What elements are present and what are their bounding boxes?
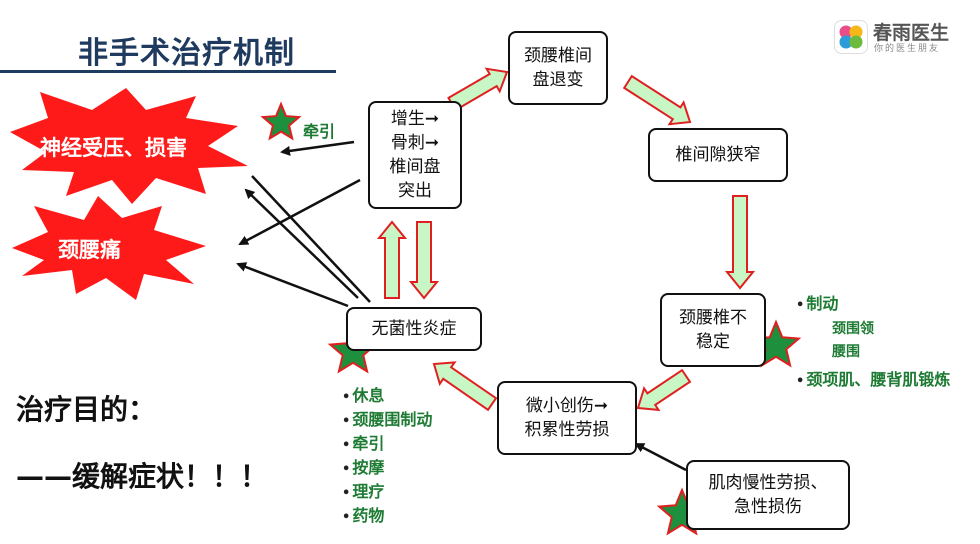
box-narrowing: 椎间隙狭窄 xyxy=(648,128,788,182)
cycle-arrow-narrowing-to-instability xyxy=(724,195,756,290)
box-degeneration: 颈腰椎间 盘退变 xyxy=(508,31,608,105)
burst-neck-pain-label: 颈腰痛 xyxy=(58,238,121,262)
burst-nerve-label: 神经受压、损害 xyxy=(40,136,187,160)
line-nerve-to-inflammation xyxy=(251,175,371,303)
instability-exercise-label: 颈项肌、腰背肌锻炼 xyxy=(796,366,950,390)
goal-heading: 治疗目的： xyxy=(16,393,157,426)
arrow-strain-to-micro xyxy=(634,442,687,472)
burst-nerve-shape xyxy=(10,88,248,204)
goal-text: ——缓解症状！！！ xyxy=(16,460,269,493)
treatment-item: 颈腰围制动 xyxy=(342,408,432,432)
arrow-hyperplasia-to-nerve xyxy=(280,140,355,156)
box-instability: 颈腰椎不 稳定 xyxy=(660,293,766,367)
page-title: 非手术治疗机制 xyxy=(78,36,295,71)
treatment-item: 牵引 xyxy=(342,432,432,456)
arrow-inflammation-to-pain xyxy=(236,262,349,308)
treatment-list: 休息 颈腰围制动 牵引 按摩 理疗 药物 xyxy=(342,384,432,528)
cycle-arrow-inflammation-to-hyperplasia xyxy=(376,220,408,299)
cycle-arrow-instability-to-micro xyxy=(636,368,692,412)
cycle-arrow-degeneration-to-narrowing xyxy=(622,74,692,126)
logo-name: 春雨医生 xyxy=(873,22,950,44)
logo-subtitle: 你的医生朋友 xyxy=(874,44,941,54)
instability-collar-label: 颈围领 xyxy=(832,321,874,337)
treatment-item: 药物 xyxy=(342,504,432,528)
star-icon-traction xyxy=(260,101,302,141)
treatment-item: 理疗 xyxy=(342,480,432,504)
cycle-arrow-hyperplasia-to-degeneration xyxy=(447,67,509,112)
cycle-arrow-micro-to-inflammation xyxy=(432,361,498,412)
instability-belt-label: 腰围 xyxy=(832,344,860,360)
cycle-arrows xyxy=(376,67,756,412)
logo-icon xyxy=(834,20,868,54)
burst-neck-pain-shape xyxy=(12,196,206,300)
box-hyperplasia: 增生➞ 骨刺➞ 椎间盘 突出 xyxy=(368,101,462,209)
cycle-arrow-hyperplasia-to-inflammation xyxy=(408,221,440,300)
instability-immobilize-label: 制动 xyxy=(796,290,838,314)
box-inflammation: 无菌性炎症 xyxy=(346,307,482,351)
treatment-item: 休息 xyxy=(342,384,432,408)
box-muscle-strain: 肌肉慢性劳损、 急性损伤 xyxy=(686,460,850,530)
arrow-hyperplasia-to-pain xyxy=(238,178,361,246)
treatment-item: 按摩 xyxy=(342,456,432,480)
title-underline xyxy=(0,70,336,73)
arrow-inflammation-to-nerve xyxy=(244,188,359,299)
box-micro-injury: 微小创伤➞ 积累性劳损 xyxy=(497,381,637,455)
traction-label: 牵引 xyxy=(303,122,336,141)
